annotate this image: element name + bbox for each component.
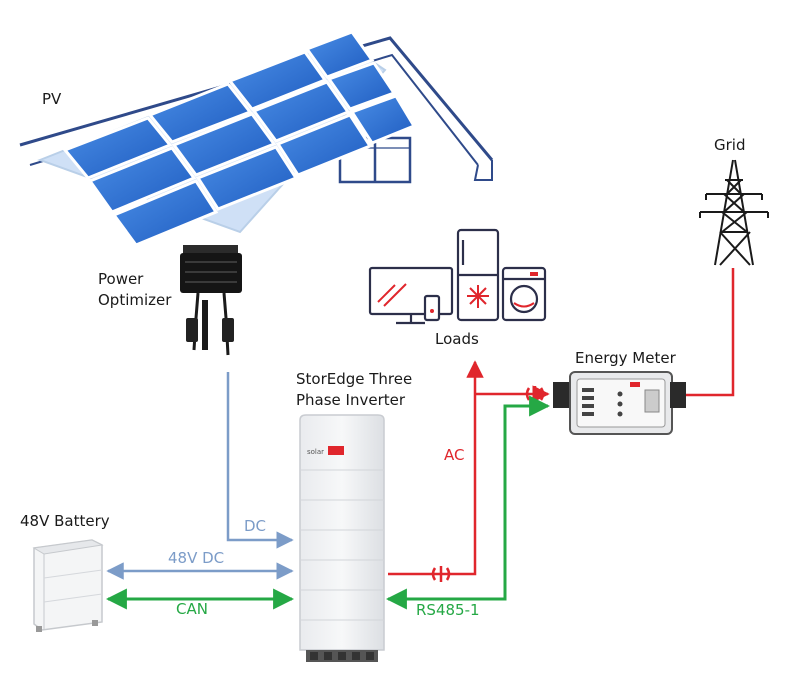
inverter-label-line2: Phase Inverter [296, 391, 406, 409]
pv-label: PV [42, 90, 62, 108]
fridge-icon [456, 228, 500, 322]
grid-line [686, 268, 735, 397]
grid-label: Grid [714, 136, 746, 154]
loads-label: Loads [435, 330, 479, 348]
inverter-icon: solar [299, 414, 385, 662]
grid-tower-icon [699, 159, 769, 266]
monitor-icon [368, 266, 454, 325]
dc-label: DC [244, 517, 267, 535]
solar-roof-icon [19, 30, 494, 247]
optimizer-label-line1: Power [98, 270, 144, 288]
energy-meter-icon [553, 371, 686, 435]
inverter-label-line1: StorEdge Three [296, 370, 413, 388]
battery-icon [32, 539, 104, 632]
ac-label: AC [444, 446, 465, 464]
rs485-line [385, 395, 551, 610]
rs485-label: RS485-1 [416, 601, 480, 619]
washing-machine-icon [501, 266, 547, 322]
power-optimizer-icon [180, 245, 242, 356]
dc-line [226, 372, 294, 549]
can-label: CAN [176, 600, 208, 618]
battery-label: 48V Battery [20, 512, 110, 530]
battery-dc-label: 48V DC [168, 549, 225, 567]
optimizer-label-line2: Optimizer [98, 291, 172, 309]
inverter-brand-text: solar [307, 448, 324, 456]
energy-meter-label: Energy Meter [575, 349, 676, 367]
